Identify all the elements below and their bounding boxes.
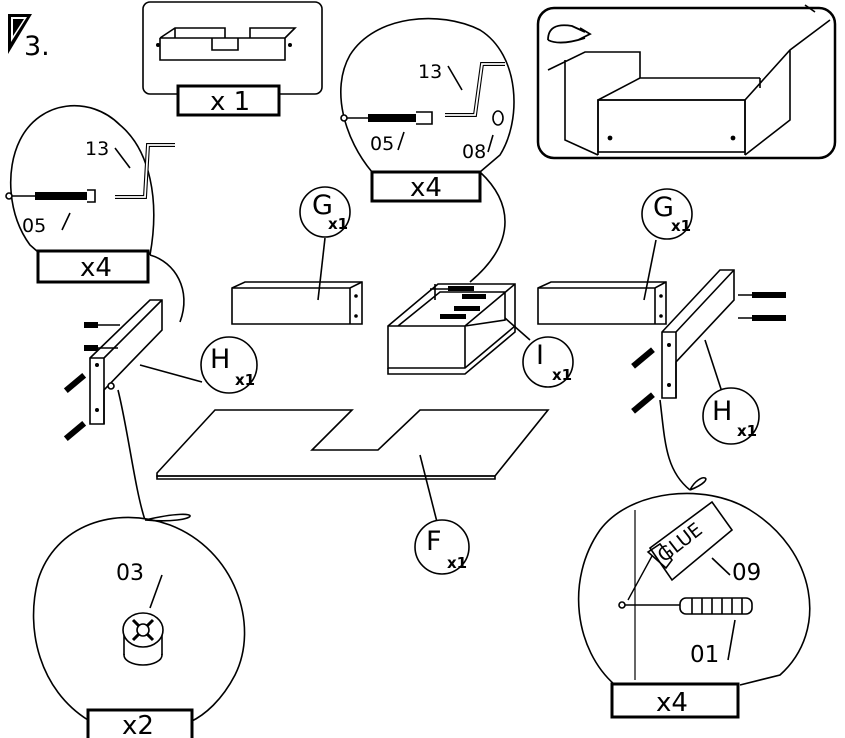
label-h-right: H bbox=[712, 396, 732, 427]
glue-qty-box bbox=[610, 682, 740, 719]
screws-on-h-left bbox=[63, 322, 120, 442]
dowel-code: 01 bbox=[690, 642, 719, 668]
g-left-leader bbox=[317, 237, 326, 301]
label-g-right: G bbox=[653, 192, 674, 223]
label-i-count: x1 bbox=[552, 366, 572, 384]
top-screw-code: 05 bbox=[370, 133, 394, 155]
panel-g-right bbox=[537, 281, 667, 325]
panel-h-right bbox=[661, 269, 735, 399]
screw-05-top-icon bbox=[368, 114, 416, 122]
left-qty-box bbox=[36, 249, 150, 284]
h-left-leader bbox=[139, 364, 203, 383]
overview-qty-box bbox=[176, 84, 281, 117]
panel-f bbox=[156, 409, 550, 480]
f-leader bbox=[419, 454, 438, 523]
overview-panel bbox=[142, 1, 323, 95]
screws-on-h-right bbox=[631, 292, 786, 414]
glue-leader bbox=[711, 557, 731, 576]
i-leader bbox=[504, 317, 531, 341]
step-number: 3. bbox=[24, 31, 50, 62]
top-qty-box bbox=[370, 170, 482, 203]
left-key-code: 13 bbox=[85, 138, 109, 160]
top-callout-bubble bbox=[340, 17, 515, 283]
cam-qty-box bbox=[86, 708, 194, 738]
label-h-left-circle bbox=[200, 336, 258, 394]
overview-qty: x 1 bbox=[210, 87, 250, 117]
screw-05-icon bbox=[35, 192, 87, 200]
cam-code: 03 bbox=[116, 561, 144, 586]
cam-qty: x2 bbox=[122, 711, 154, 738]
label-g-left: G bbox=[312, 190, 333, 221]
panel-g-left bbox=[231, 281, 363, 325]
glue-09-icon bbox=[627, 500, 734, 601]
label-h-left: H bbox=[210, 344, 230, 375]
label-g-right-circle bbox=[641, 188, 693, 240]
glue-callout-bubble bbox=[577, 399, 811, 686]
label-i-circle bbox=[522, 336, 574, 388]
label-f-circle bbox=[414, 519, 470, 575]
label-g-left-count: x1 bbox=[328, 215, 348, 233]
label-f-count: x1 bbox=[447, 554, 467, 572]
g-right-leader bbox=[643, 239, 657, 301]
left-qty: x4 bbox=[80, 253, 112, 283]
label-i: I bbox=[536, 340, 544, 371]
step-corner-icon bbox=[8, 14, 32, 54]
flip-view-panel bbox=[536, 4, 837, 160]
left-screw-code: 05 bbox=[22, 215, 46, 237]
screws-on-i bbox=[430, 286, 486, 319]
label-h-right-circle bbox=[702, 387, 760, 445]
top-key-code: 13 bbox=[418, 61, 442, 83]
label-g-right-count: x1 bbox=[671, 217, 691, 235]
left-callout-bubble bbox=[5, 104, 185, 323]
top-qty: x4 bbox=[410, 173, 442, 203]
top-cap-code: 08 bbox=[462, 141, 486, 163]
h-right-leader bbox=[704, 339, 723, 393]
part-i-unit bbox=[387, 283, 516, 375]
label-f: F bbox=[426, 526, 442, 557]
label-h-left-count: x1 bbox=[235, 371, 255, 389]
dowel-01-icon bbox=[618, 597, 753, 661]
cap-08-icon bbox=[492, 110, 504, 126]
label-h-right-count: x1 bbox=[737, 422, 757, 440]
glue-code: 09 bbox=[732, 560, 761, 586]
panel-h-left bbox=[89, 299, 163, 425]
glue-qty: x4 bbox=[656, 688, 688, 718]
cam-lock-03-icon bbox=[122, 574, 164, 666]
rotate-arrow-icon bbox=[547, 24, 592, 44]
label-g-left-circle bbox=[299, 186, 351, 238]
